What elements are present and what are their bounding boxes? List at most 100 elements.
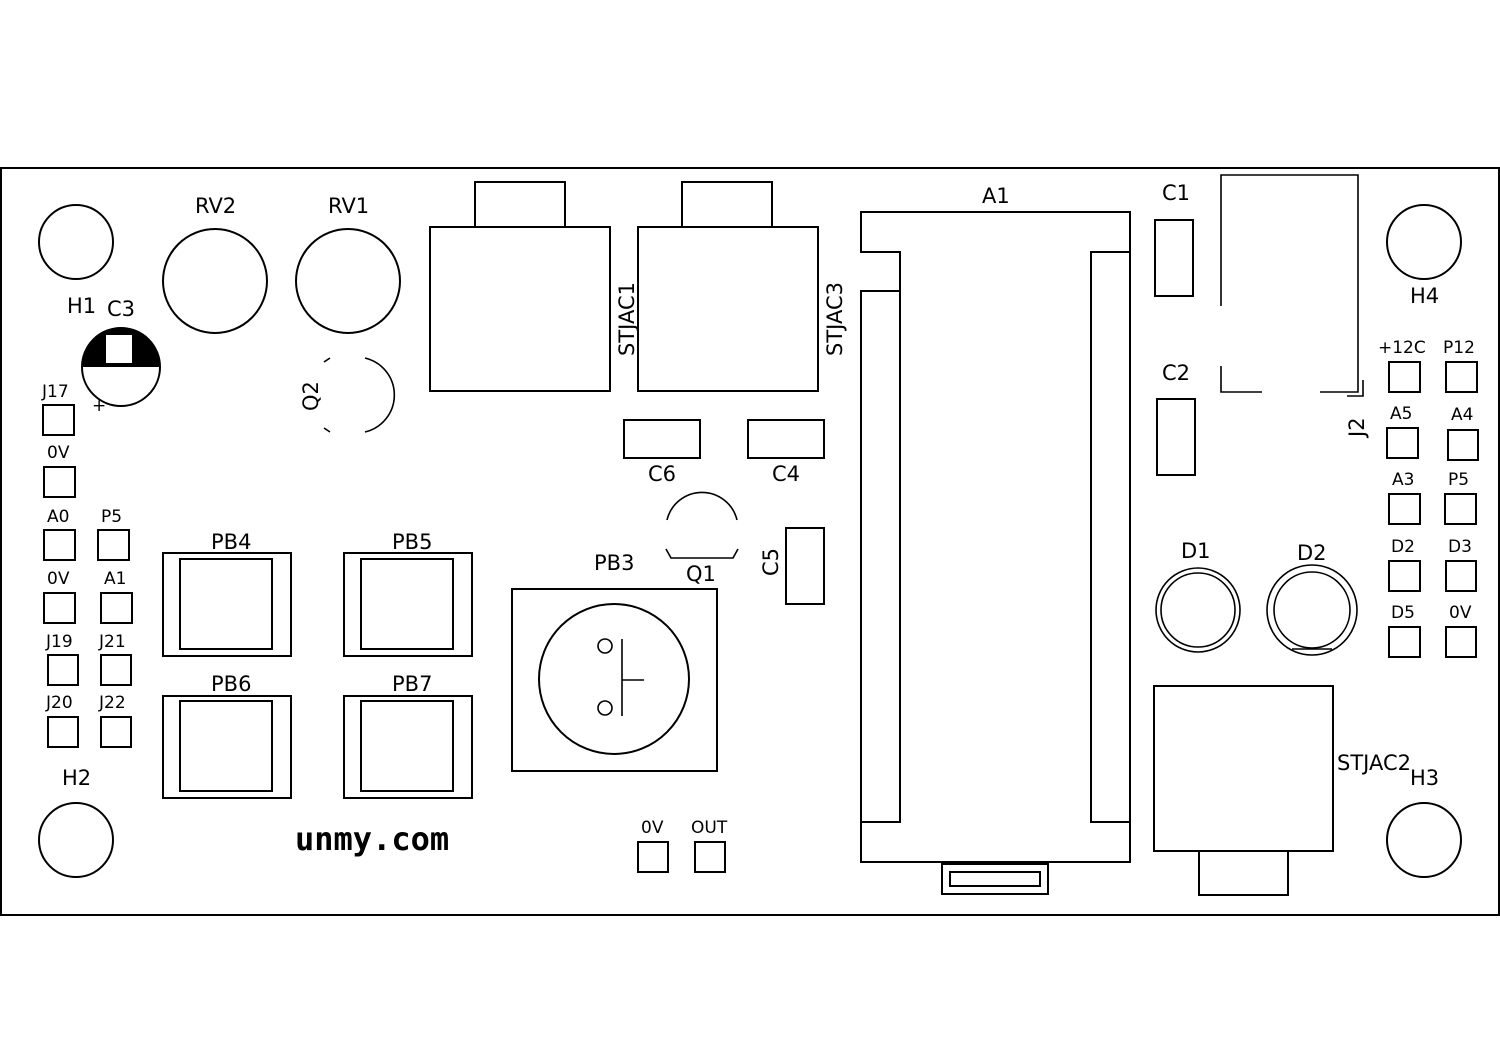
hole-h3: H3 — [1386, 766, 1462, 878]
capacitor-c4: C4 — [747, 419, 825, 486]
pad-plus12c: +12C — [1378, 338, 1426, 393]
label-h4: H4 — [1410, 284, 1439, 308]
pad-label-a4: A4 — [1451, 405, 1473, 425]
label-a1: A1 — [982, 184, 1010, 208]
board-outline — [0, 167, 1500, 916]
pad-p5-left: P5 — [97, 507, 130, 561]
pad-j17: J17 — [41, 382, 75, 436]
pad-0v-right: 0V — [1445, 603, 1477, 658]
label-h1: H1 — [67, 294, 96, 318]
label-q1: Q1 — [686, 562, 716, 586]
label-c3-polarity: + — [92, 396, 106, 416]
pad-j20: J20 — [45, 693, 79, 748]
pad-label-d5: D5 — [1391, 603, 1415, 623]
pad-a3: A3 — [1388, 470, 1421, 525]
pad-label-a1: A1 — [104, 569, 126, 589]
capacitor-c6: C6 — [623, 419, 701, 486]
button-pb4: PB4 — [162, 530, 292, 657]
pad-label-out: OUT — [691, 818, 728, 838]
pad-a1: A1 — [100, 569, 133, 624]
pad-out: OUT — [691, 818, 728, 873]
pad-label-0v-left-2: 0V — [47, 569, 70, 589]
label-rv2: RV2 — [195, 194, 236, 218]
pad-d5: D5 — [1388, 603, 1421, 658]
label-c1: C1 — [1162, 181, 1190, 205]
potentiometer-rv1: RV1 — [295, 194, 401, 334]
capacitor-c1: C1 — [1154, 181, 1194, 297]
pad-label-a0: A0 — [47, 507, 69, 527]
label-rv1: RV1 — [328, 194, 369, 218]
button-pb3: PB3 — [511, 551, 718, 772]
pad-label-d3: D3 — [1448, 537, 1472, 557]
pad-label-plus12c: +12C — [1378, 338, 1426, 358]
pad-label-j17: J17 — [41, 382, 69, 402]
label-pb6: PB6 — [211, 672, 251, 696]
label-stjac3: STJAC3 — [823, 282, 847, 356]
pad-label-0v-right: 0V — [1449, 603, 1472, 623]
pad-label-j20: J20 — [45, 693, 73, 713]
pad-a4: A4 — [1447, 405, 1479, 461]
pad-j19: J19 — [45, 632, 79, 686]
pad-p12: P12 — [1443, 338, 1478, 393]
pad-label-d2: D2 — [1391, 537, 1415, 557]
label-c4: C4 — [772, 462, 800, 486]
label-stjac1: STJAC1 — [615, 282, 639, 356]
pad-label-j19: J19 — [45, 632, 73, 652]
pad-j22: J22 — [98, 693, 132, 748]
label-pb3: PB3 — [594, 551, 634, 575]
pad-label-p12: P12 — [1443, 338, 1475, 358]
label-q2: Q2 — [299, 381, 323, 411]
pad-j21: J21 — [98, 632, 132, 686]
label-c6: C6 — [648, 462, 676, 486]
jack-stjac1: STJAC1 — [429, 181, 639, 392]
label-c3: C3 — [107, 297, 135, 321]
led-d2: D2 — [1266, 541, 1358, 656]
button-pb7: PB7 — [343, 672, 473, 799]
led-d1: D1 — [1155, 539, 1241, 653]
transistor-q1: Q1 — [665, 491, 739, 586]
label-c2: C2 — [1162, 361, 1190, 385]
label-d1: D1 — [1181, 539, 1211, 563]
label-pb5: PB5 — [392, 530, 432, 554]
pad-label-p5-left: P5 — [101, 507, 122, 527]
pad-label-p5-right: P5 — [1448, 470, 1469, 490]
hole-h4: H4 — [1386, 204, 1462, 308]
hole-h2: H2 — [38, 766, 114, 878]
pad-label-0v-left: 0V — [47, 443, 70, 463]
capacitor-c5: C5 — [759, 527, 825, 605]
label-d2: D2 — [1297, 541, 1327, 565]
pad-label-0v-bottom: 0V — [641, 818, 664, 838]
pad-d2: D2 — [1388, 537, 1421, 592]
label-j2: J2 — [1345, 417, 1369, 439]
capacitor-c2: C2 — [1156, 361, 1196, 476]
label-pb4: PB4 — [211, 530, 251, 554]
transistor-q2: Q2 — [299, 357, 396, 433]
potentiometer-rv2: RV2 — [162, 194, 268, 334]
jack-stjac3: STJAC3 — [637, 181, 847, 392]
pad-label-a5: A5 — [1390, 404, 1412, 424]
button-pb6: PB6 — [162, 672, 292, 799]
pad-label-a3: A3 — [1392, 470, 1414, 490]
module-a1: A1 — [860, 184, 1131, 895]
pad-0v-left: 0V — [43, 443, 76, 498]
pad-d3: D3 — [1445, 537, 1477, 592]
connector-j2: J2 — [1220, 174, 1369, 439]
brand-text: unmy.com — [295, 820, 449, 858]
label-c5: C5 — [759, 548, 783, 576]
pad-label-j22: J22 — [98, 693, 126, 713]
label-stjac2: STJAC2 — [1337, 751, 1411, 775]
pad-label-j21: J21 — [98, 632, 126, 652]
jack-stjac2: STJAC2 — [1153, 685, 1411, 896]
label-h2: H2 — [62, 766, 91, 790]
label-h3: H3 — [1410, 766, 1439, 790]
pad-0v-left-2: 0V — [43, 569, 76, 624]
pad-a0: A0 — [43, 507, 76, 561]
hole-h1: H1 — [38, 204, 114, 318]
label-pb7: PB7 — [392, 672, 432, 696]
button-pb5: PB5 — [343, 530, 473, 657]
pad-0v-bottom: 0V — [637, 818, 669, 873]
pad-p5-right: P5 — [1444, 470, 1477, 525]
pad-a5: A5 — [1386, 404, 1419, 459]
capacitor-c3: C3 + — [81, 297, 161, 416]
